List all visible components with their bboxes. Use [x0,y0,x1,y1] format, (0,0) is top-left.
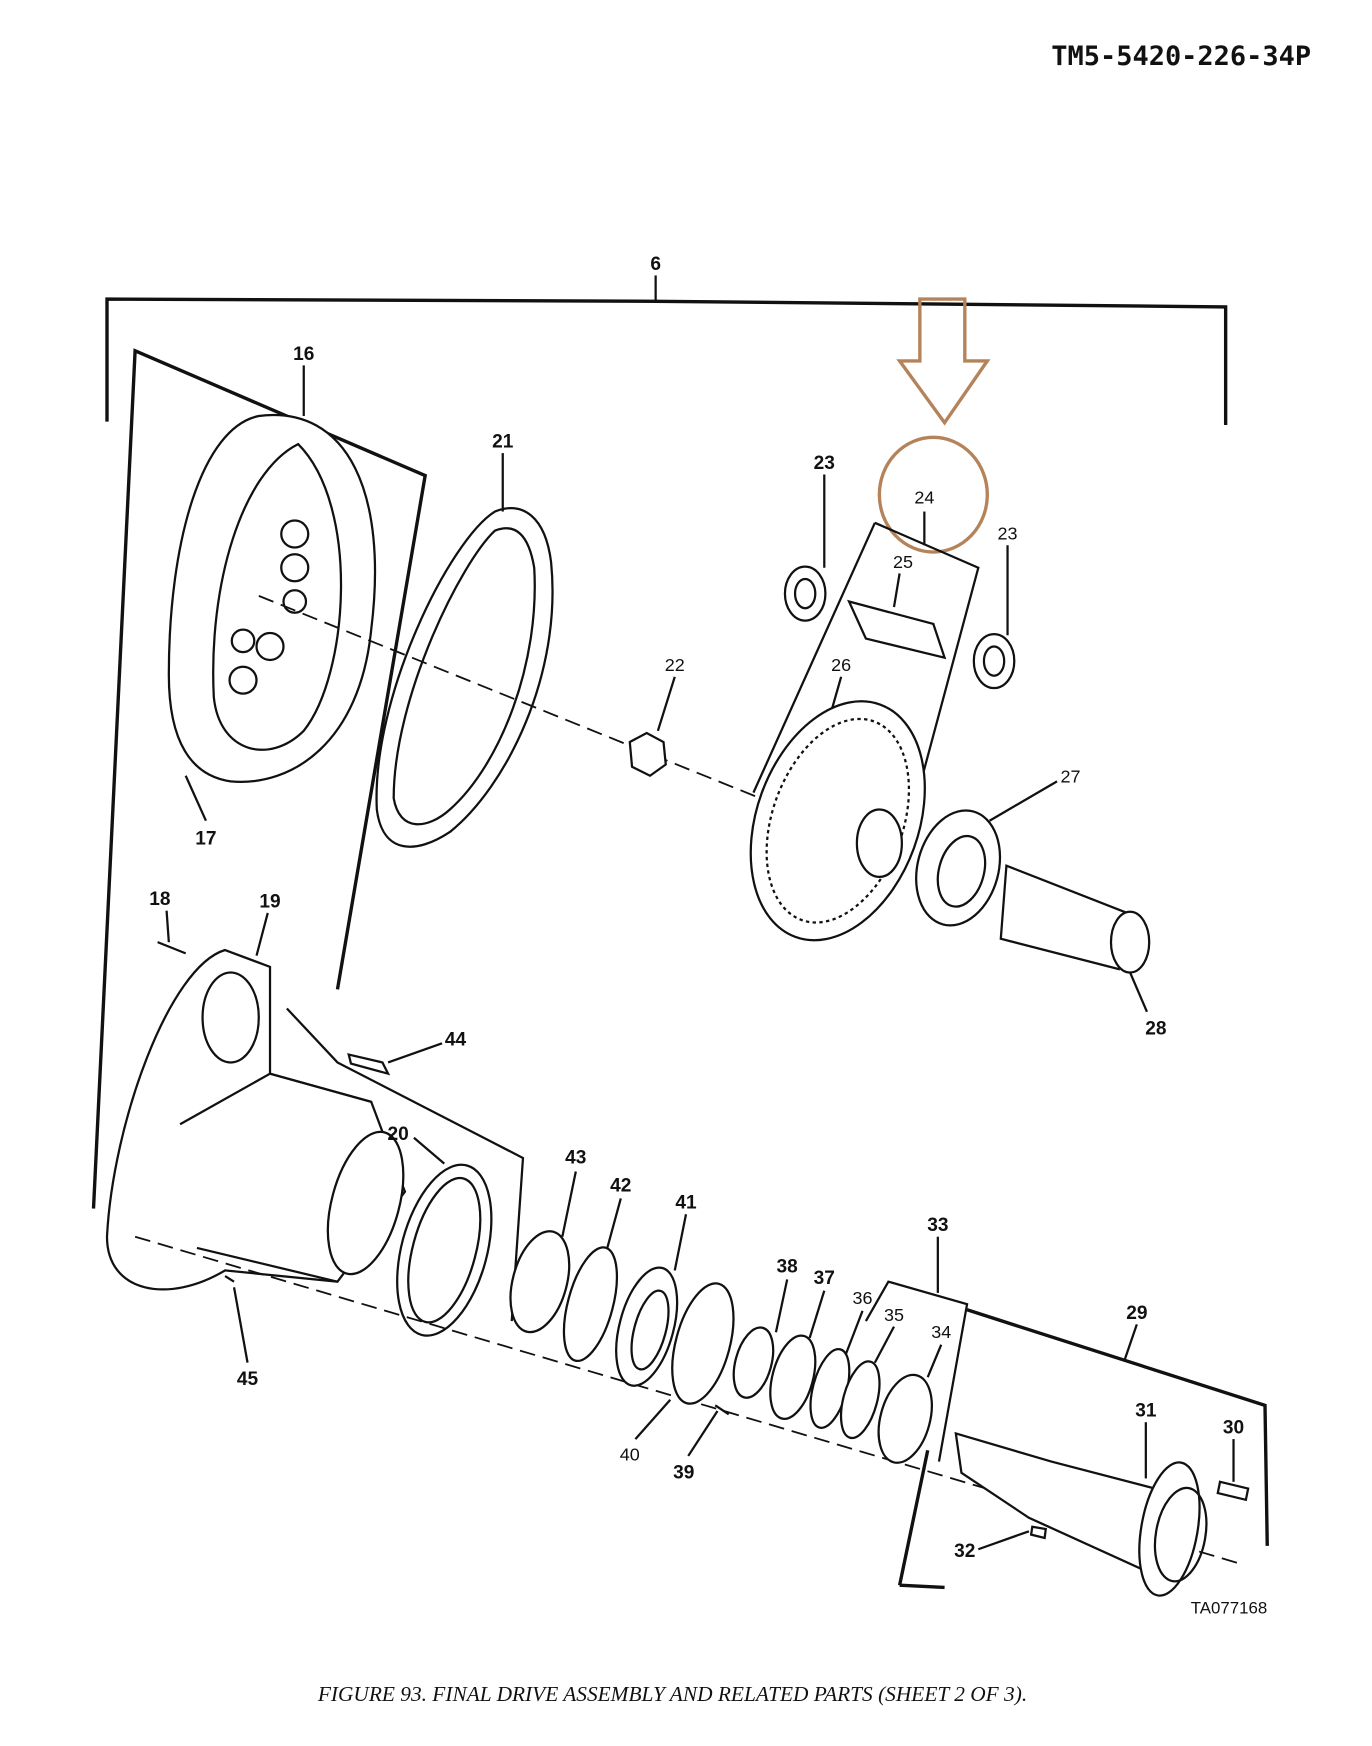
callout-24: 24 [914,488,934,508]
bearing-part-23a [783,565,827,622]
callout-32: 32 [954,1541,975,1562]
highlight-circle [877,435,989,554]
ring-part-37 [769,1334,817,1420]
callout-17: 17 [195,828,216,849]
callout-23b: 23 [998,524,1018,544]
figure-tag: TA077168 [1191,1598,1268,1617]
callout-6: 6 [650,254,661,275]
callout-43: 43 [565,1148,586,1169]
callout-40: 40 [620,1444,640,1464]
gear-shaft-part-25 [847,599,947,660]
callout-18: 18 [149,889,171,910]
callout-16: 16 [293,344,314,365]
callout-35: 35 [884,1305,904,1325]
callout-27: 27 [1061,766,1081,786]
assembly-bracket-6 [105,275,1228,425]
callout-38: 38 [777,1257,799,1278]
callout-31: 31 [1135,1401,1157,1422]
plug-part-45 [224,1275,235,1283]
callout-36: 36 [853,1288,873,1308]
shim-part-40 [671,1282,735,1405]
seal-part-34 [877,1373,933,1464]
retainer-part-42 [562,1246,619,1363]
carrier-part-19 [105,948,407,1291]
highlight-arrow-icon [896,297,991,426]
group-bracket-16 [91,348,428,1209]
callout-19: 19 [259,891,280,912]
shaft-part-31 [954,1431,1208,1597]
callout-25: 25 [893,552,913,572]
bearing-part-43 [509,1230,571,1334]
sleeve-part-28 [999,864,1151,974]
callout-29: 29 [1126,1303,1147,1324]
bearing-part-23b [972,632,1016,690]
callout-41: 41 [675,1193,697,1214]
screw-part-44 [347,1053,391,1076]
callout-23a: 23 [814,453,835,474]
gasket-part-21 [375,507,554,848]
document-number: TM5-5420-226-34P [1051,41,1311,72]
callout-44: 44 [445,1030,467,1051]
figure-caption: FIGURE 93. FINAL DRIVE ASSEMBLY AND RELA… [317,1682,1027,1706]
callout-39: 39 [673,1462,694,1483]
bearing-part-27 [915,809,1002,927]
callout-30: 30 [1223,1417,1244,1438]
pin-part-18 [157,941,187,955]
screw-part-39 [714,1404,730,1416]
group-bracket-29 [897,1308,1269,1590]
callout-20: 20 [388,1124,409,1145]
callout-42: 42 [610,1176,631,1197]
nut-part-22 [628,731,667,778]
callout-labels: 6 16 21 23 24 23 25 22 26 27 17 28 18 19… [149,254,1244,1562]
pin-part-32 [1029,1525,1048,1540]
leader-lines [165,365,1235,1551]
ring-part-38 [732,1326,775,1399]
callout-37: 37 [814,1268,835,1289]
callout-45: 45 [237,1369,259,1390]
seal-part-20 [396,1163,493,1337]
callout-22: 22 [665,655,685,675]
ring-part-35 [839,1360,881,1440]
housing-part-16 [167,413,377,783]
callout-33: 33 [927,1215,948,1236]
group-bracket-24 [752,521,980,799]
callout-26: 26 [831,655,851,675]
gear-part-26 [749,700,926,942]
group-bracket-20 [286,1007,525,1322]
callout-28: 28 [1145,1018,1167,1039]
callout-34: 34 [931,1322,951,1342]
stud-part-30 [1216,1480,1250,1502]
group-bracket-33 [864,1280,969,1462]
callout-21: 21 [492,431,514,452]
